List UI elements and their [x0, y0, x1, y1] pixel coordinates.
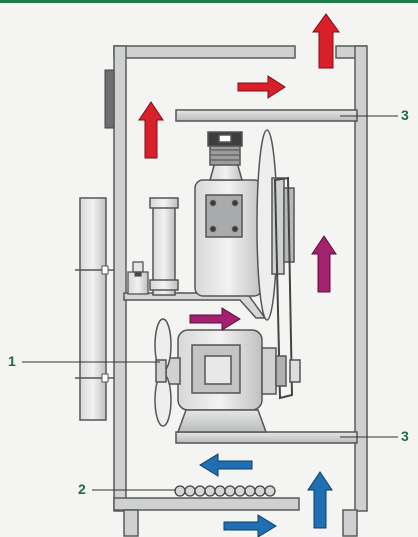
arrow-cool-right-bottom — [223, 514, 277, 537]
lower-shelf — [175, 431, 358, 444]
lamp-cylinder-icon — [149, 197, 179, 296]
handle-bar — [104, 69, 115, 129]
arrow-hot-top-out — [312, 13, 340, 69]
arrow-warm-right-mid — [189, 307, 241, 331]
callout-label-upper-shelf: 3 — [401, 107, 409, 123]
arrow-warm-up-right — [311, 235, 337, 293]
top-accent-bar — [0, 0, 418, 3]
callout-label-heater: 2 — [78, 481, 86, 497]
callout-label-lower-shelf: 3 — [401, 428, 409, 444]
film-reel-icon — [256, 129, 295, 400]
heater-coil-icon — [174, 485, 276, 497]
upper-shelf — [175, 109, 358, 122]
arrow-cool-up-in — [307, 471, 333, 529]
side-fan-guard — [75, 197, 114, 421]
arrow-hot-up-left — [138, 101, 164, 159]
arrow-cool-left — [199, 453, 253, 477]
motor-icon — [165, 329, 301, 433]
cabinet-frame — [113, 45, 368, 537]
callout-label-fan: 1 — [8, 353, 16, 369]
capacitor-icon — [127, 261, 149, 295]
fan-icon — [154, 318, 172, 427]
arrow-hot-right-top — [237, 75, 286, 99]
